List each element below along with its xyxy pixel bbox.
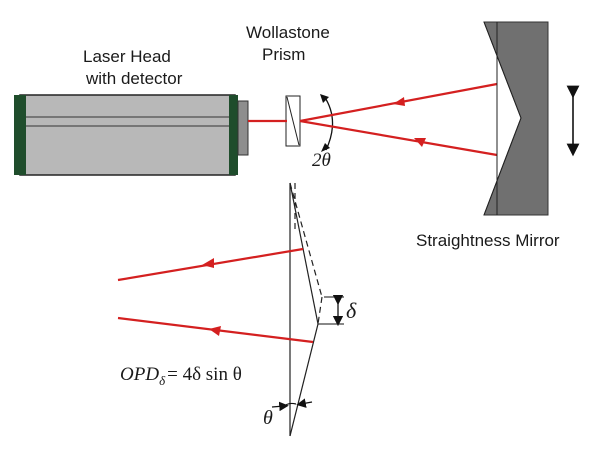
beam-arrowhead [414,138,426,147]
opd-subscript: δ [159,373,166,388]
beam-arrowhead [202,258,214,268]
mirror-surface [483,21,522,119]
laser-head-label-line1: Laser Head [83,47,171,66]
detail-mirror-displaced-edge [317,296,323,325]
mirror-label: Straightness Mirror [416,231,560,250]
prism-label-line2: Prism [262,45,305,64]
theta-arrow [296,398,313,408]
beam-segment [299,119,498,157]
split-angle-arrowhead [320,94,329,103]
laser-head-body [19,94,236,176]
laser-head-left-cap [14,95,26,175]
detail-mirror-outline [289,182,323,437]
upper-beams [248,82,498,157]
theta-label: θ [263,407,273,429]
split-angle-arc [323,95,334,151]
theta-arrow [271,401,289,412]
beam-arrowhead [393,97,405,106]
laser-head [14,94,249,176]
wollaston-prism [285,95,301,147]
detail-mirror-displaced-edge [289,182,323,298]
mirror-surface [483,117,522,216]
split-angle-arrowhead [321,143,330,152]
laser-aperture [237,100,249,156]
split-angle-label: 2θ [312,150,331,171]
detail-mirror-edge [289,182,319,325]
mirror-body [483,21,549,216]
opd-rhs: = 4δ sin θ [167,364,242,385]
laser-head-label-line2: with detector [85,69,183,88]
laser-head-right-cap [229,95,238,175]
straightness-mirror [483,21,549,216]
beam-arrowhead [209,326,221,336]
opd-symbol: OPD [120,364,159,385]
prism-interface [286,96,300,146]
detail-mirror-edge [289,323,319,437]
delta-label: δ [346,298,357,323]
opd-equation: OPDδ= 4δ sin θ [120,364,242,388]
prism-label-line1: Wollastone [246,23,330,42]
